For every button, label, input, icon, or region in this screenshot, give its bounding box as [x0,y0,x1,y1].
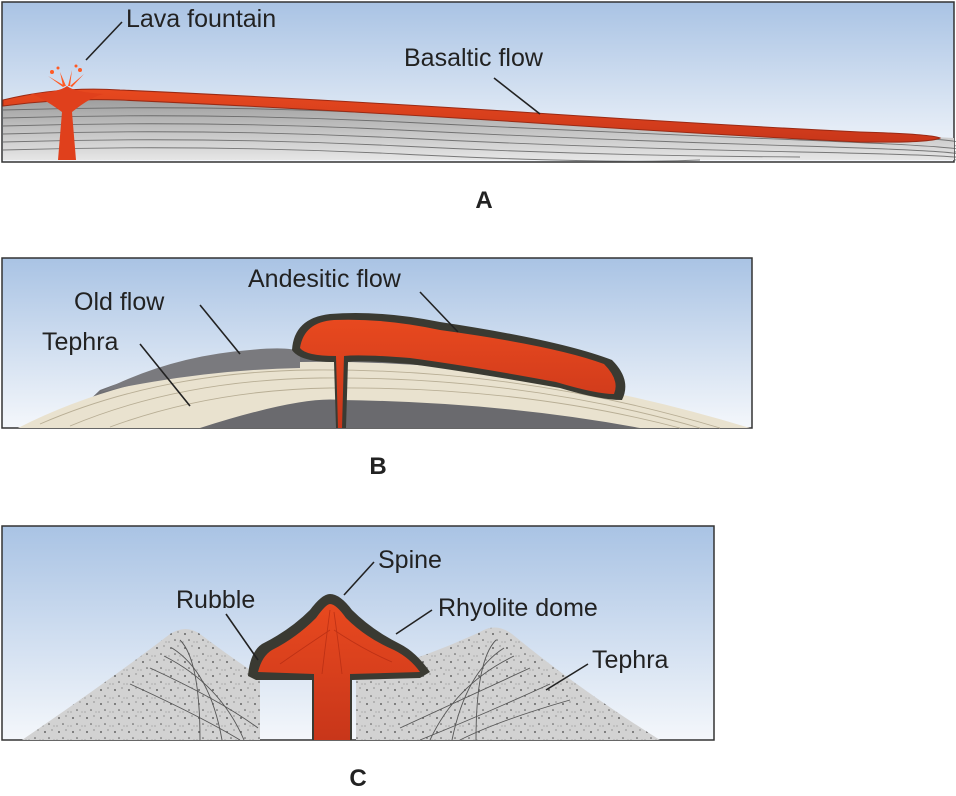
rhyolite-dome-label: Rhyolite dome [438,594,598,622]
rubble-leader [225,613,259,661]
panel-c-right-cone [356,627,660,740]
andesitic-flow-leader [419,291,459,333]
rhyolite-dome-leader [395,609,433,635]
old-flow-layer [100,348,300,392]
old-flow-label: Old flow [74,288,165,316]
rhyolite-dome-layer [258,604,420,740]
tephra-leader-c [545,663,589,691]
panel-c-dome-flowlines [279,609,393,675]
panel-b-letter: B [369,453,386,480]
rubble-label: Rubble [176,586,255,614]
andesitic-flow-layer [300,319,616,428]
andesitic-flow-label: Andesitic flow [248,265,402,293]
panel-c: Spine Rubble Rhyolite dome Tephra C [1,525,715,792]
basaltic-flow-leader [493,77,541,115]
panel-c-letter: C [349,765,366,792]
basaltic-flow-label: Basaltic flow [404,44,544,72]
panel-a-feeder-dike [30,86,104,160]
tephra-label-b: Tephra [42,328,119,356]
spine-leader [343,561,375,596]
lava-fountain-spray [48,64,84,87]
panel-c-left-cone [22,629,260,740]
panel-a-letter: A [475,187,492,214]
panel-c-cone-strata [129,639,571,741]
tephra-label-c: Tephra [592,646,669,674]
panel-b: Old flow Tephra Andesitic flow B [1,257,753,480]
lava-fountain-label: Lava fountain [126,5,276,33]
tephra-leader-b [139,343,191,407]
lava-fountain-leader [85,21,123,61]
old-flow-leader [199,304,241,355]
panel-a: Lava fountain Basaltic flow A [1,1,956,214]
basaltic-flow-layer [2,88,942,143]
panel-b-lower-flow [200,399,640,428]
panel-a-ground [3,96,954,160]
spine-label: Spine [378,546,442,574]
